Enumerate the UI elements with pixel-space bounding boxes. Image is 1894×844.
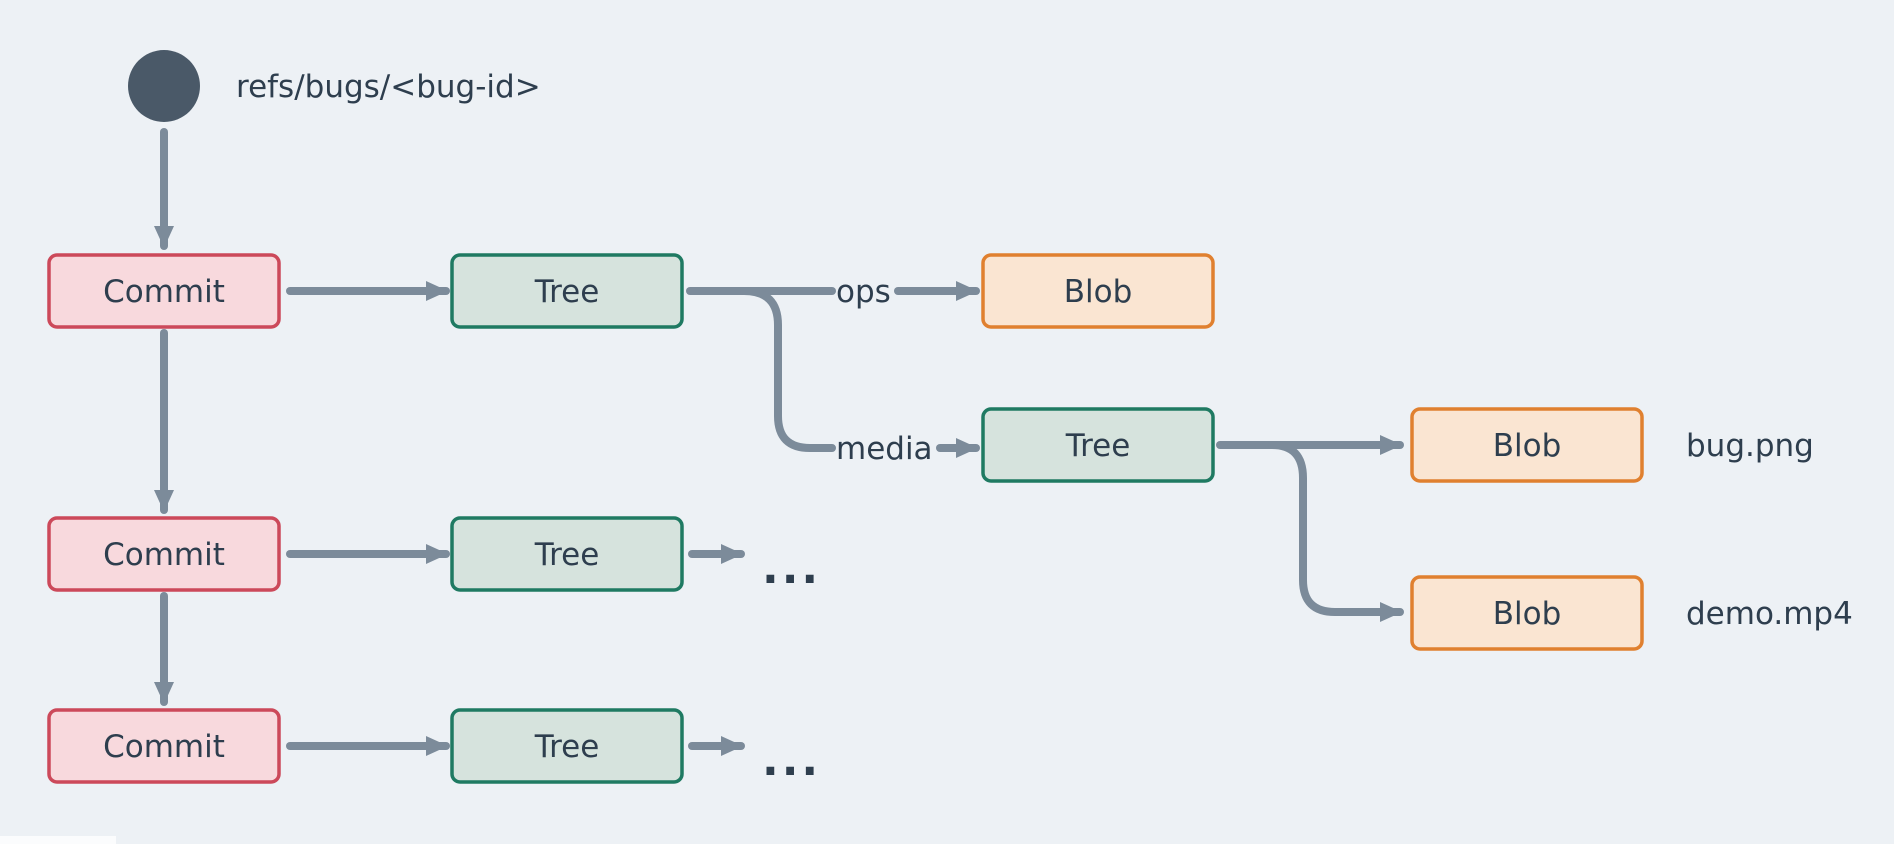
tree2-label: Tree (534, 537, 600, 573)
ellipsis-row2: ... (762, 543, 821, 594)
blob-demo-label: Blob (1493, 596, 1562, 632)
connectors (154, 128, 1404, 756)
tree-nodes: Tree Tree Tree Tree (450, 253, 1215, 784)
demo-mp4-file-label: demo.mp4 (1686, 596, 1853, 632)
blob-ops-node (981, 253, 1215, 329)
commit3-node (47, 708, 281, 784)
ellipsis-row3: ... (762, 735, 821, 786)
blob-bug-label: Blob (1493, 428, 1562, 464)
tree2-node (450, 516, 684, 592)
commit3-label: Commit (103, 729, 225, 765)
tree3-label: Tree (534, 729, 600, 765)
blob-bug-node (1410, 407, 1644, 483)
bug-png-file-label: bug.png (1686, 428, 1814, 464)
commit2-label: Commit (103, 537, 225, 573)
media-edge-label: media (836, 431, 933, 467)
ref-label: refs/bugs/<bug-id> (236, 69, 541, 105)
tree3-node (450, 708, 684, 784)
commit1-label: Commit (103, 274, 225, 310)
tree-media-node (981, 407, 1215, 483)
commit-nodes: Commit Commit Commit (47, 253, 281, 784)
blob-demo-node (1410, 575, 1644, 651)
blob-ops-label: Blob (1064, 274, 1133, 310)
commit2-node (47, 516, 281, 592)
tree1-node (450, 253, 684, 329)
tree1-label: Tree (534, 274, 600, 310)
edge-mediatree-branch-to-blob-demo (1268, 441, 1404, 622)
ops-edge-label: ops (836, 274, 891, 310)
edge-tree1-branch-to-media-label (740, 287, 836, 452)
bottom-left-strip (0, 836, 116, 844)
blob-nodes: Blob Blob Blob (981, 253, 1644, 651)
tree-media-label: Tree (1065, 428, 1131, 464)
ref-circle (128, 50, 200, 122)
commit1-node (47, 253, 281, 329)
